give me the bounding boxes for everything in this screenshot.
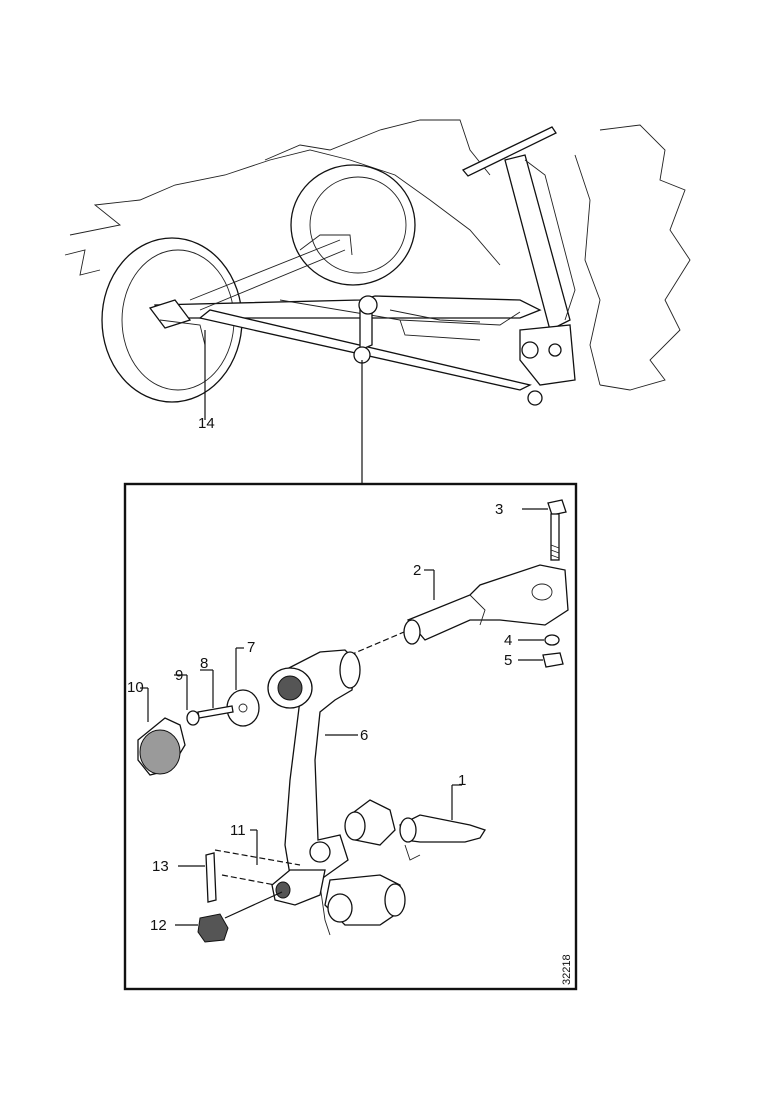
callout-7: 7: [247, 639, 255, 656]
callout-9: 9: [175, 667, 183, 684]
callout-12: 12: [150, 917, 167, 934]
callout-10: 10: [127, 679, 144, 696]
callout-2: 2: [413, 562, 421, 579]
nut: [542, 652, 564, 668]
split-pin: [205, 852, 217, 903]
chassis-overview: 14: [64, 119, 691, 432]
steering-box: [519, 324, 576, 386]
bolt-shank: [550, 513, 560, 561]
callout-4: 4: [504, 632, 512, 649]
callout-6: 6: [360, 727, 368, 744]
callout-5: 5: [504, 652, 512, 669]
callout-8: 8: [200, 655, 208, 672]
castle-nut: [197, 913, 229, 943]
steering-column: [504, 154, 571, 331]
bolt-head: [547, 499, 567, 516]
screw: [197, 705, 234, 719]
detail-frame: [123, 482, 578, 991]
steering-shaft-housing: [406, 564, 569, 641]
right-front-wheel: [290, 164, 416, 286]
shaft-end: [403, 619, 421, 645]
exploded-detail: 3 2 4 5 6 7 8: [127, 499, 573, 985]
callout-1: 1: [458, 772, 466, 789]
callout-13: 13: [152, 858, 169, 875]
drawing-number: 32218: [561, 954, 573, 985]
spring-washer: [186, 710, 200, 726]
steering-wheel: [461, 126, 557, 177]
washer: [544, 634, 560, 646]
callout-3: 3: [495, 501, 503, 518]
callout-14: 14: [198, 415, 215, 432]
callout-11: 11: [230, 822, 246, 839]
